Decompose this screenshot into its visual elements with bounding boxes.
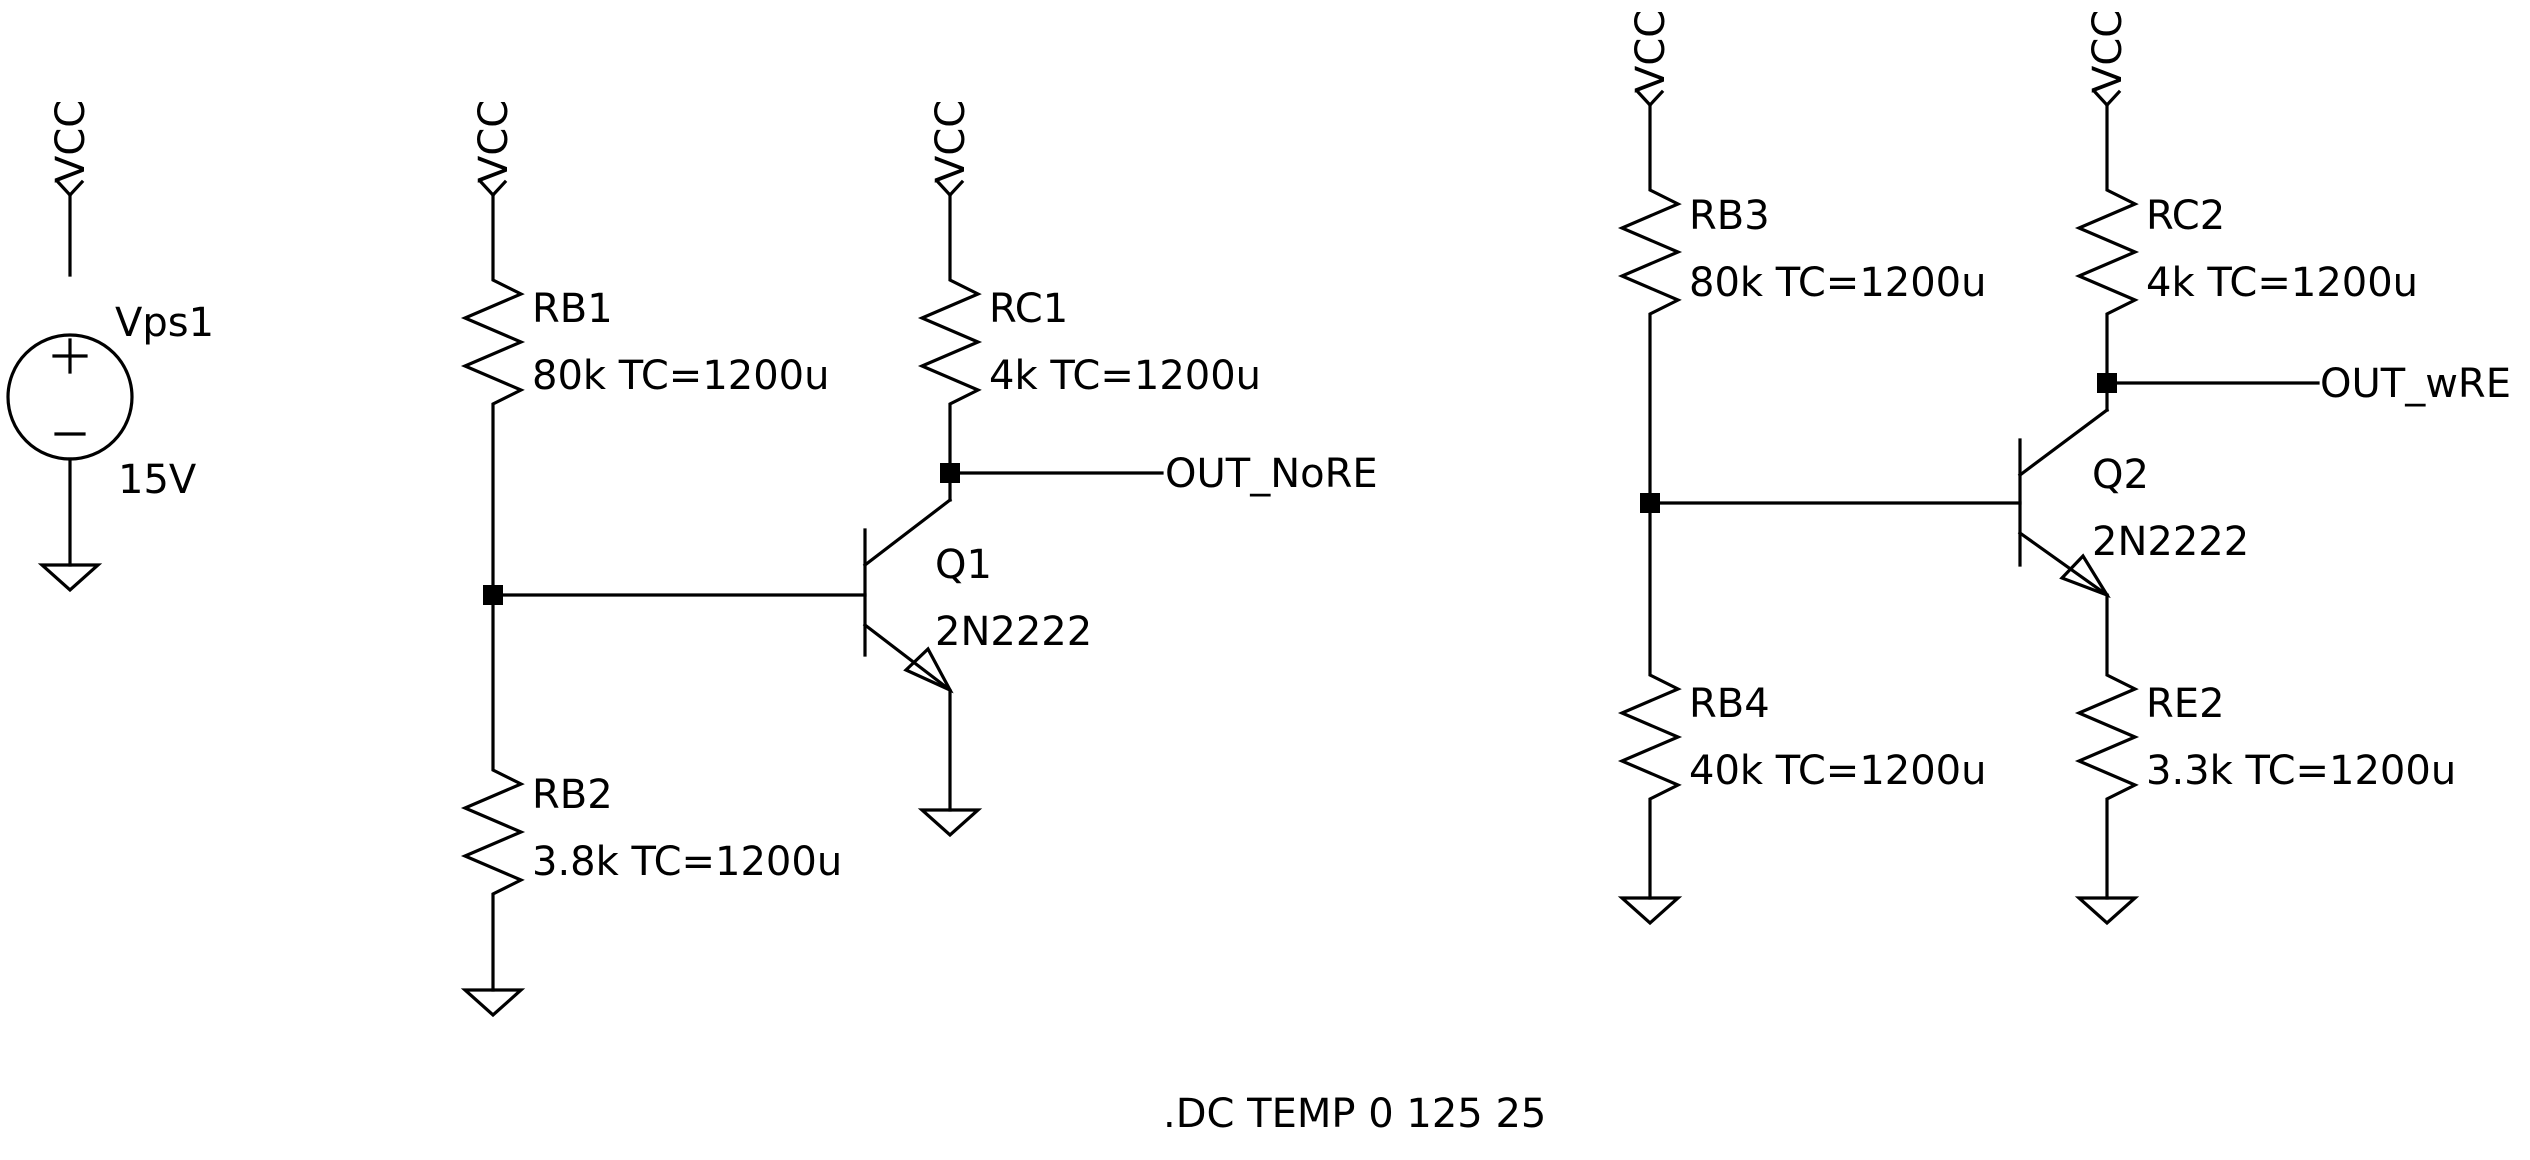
transistor-q2[interactable]: Q2 2N2222	[2017, 407, 2249, 599]
ground-symbol	[2074, 896, 2140, 926]
vcc-label: VCC	[928, 100, 974, 183]
spice-directive[interactable]: .DC TEMP 0 125 25	[1163, 1091, 1546, 1137]
rb2-value: 3.8k TC=1200u	[532, 839, 842, 885]
re2-label: RE2	[2146, 681, 2225, 727]
rc2-value: 4k TC=1200u	[2146, 260, 2418, 306]
resistor-rb1[interactable]: RB1 80k TC=1200u	[460, 193, 829, 597]
rb1-label: RB1	[532, 286, 613, 332]
ground-symbol	[460, 988, 526, 1018]
q1-label: Q1	[935, 542, 992, 588]
ground-symbol	[917, 808, 983, 838]
q2-model: 2N2222	[2092, 519, 2249, 565]
resistor-re2[interactable]: RE2 3.3k TC=1200u	[2074, 593, 2456, 900]
rc1-value: 4k TC=1200u	[989, 353, 1261, 399]
vcc-flag-rb3: VCC	[1628, 10, 1674, 108]
resistor-rb2[interactable]: RB2 3.8k TC=1200u	[460, 593, 842, 992]
vcc-flag-rc2: VCC	[2085, 10, 2131, 108]
resistor-rb4[interactable]: RB4 40k TC=1200u	[1617, 501, 1986, 900]
vps1-value: 15V	[118, 457, 197, 503]
vcc-label: VCC	[2085, 10, 2131, 93]
ground-symbol	[1617, 896, 1683, 926]
rb2-label: RB2	[532, 772, 613, 818]
q2-label: Q2	[2092, 452, 2149, 498]
vcc-label: VCC	[1628, 10, 1674, 93]
transistor-q1[interactable]: Q1 2N2222	[862, 497, 1092, 812]
rc2-label: RC2	[2146, 193, 2225, 239]
rb4-value: 40k TC=1200u	[1689, 748, 1986, 794]
vcc-flag-rb1: VCC	[471, 100, 517, 198]
rb4-label: RB4	[1689, 681, 1770, 727]
q1-model: 2N2222	[935, 609, 1092, 655]
vcc-label: VCC	[48, 100, 94, 183]
vcc-label: VCC	[471, 100, 517, 183]
vcc-flag-source: VCC	[48, 100, 94, 198]
resistor-rb3[interactable]: RB3 80k TC=1200u	[1617, 103, 1986, 505]
output-label-noRE: OUT_NoRE	[1165, 451, 1378, 497]
resistor-rc2[interactable]: RC2 4k TC=1200u	[2074, 103, 2418, 412]
rb1-value: 80k TC=1200u	[532, 353, 829, 399]
ground-symbol	[37, 563, 103, 593]
rb3-value: 80k TC=1200u	[1689, 260, 1986, 306]
voltage-source-vps1[interactable]: Vps1 15V	[6, 193, 214, 567]
rb3-label: RB3	[1689, 193, 1770, 239]
vps1-label: Vps1	[115, 300, 214, 346]
rc1-label: RC1	[989, 286, 1068, 332]
vcc-flag-rc1: VCC	[928, 100, 974, 198]
re2-value: 3.3k TC=1200u	[2146, 748, 2456, 794]
resistor-rc1[interactable]: RC1 4k TC=1200u	[917, 193, 1261, 502]
output-label-wRE: OUT_wRE	[2320, 361, 2511, 407]
